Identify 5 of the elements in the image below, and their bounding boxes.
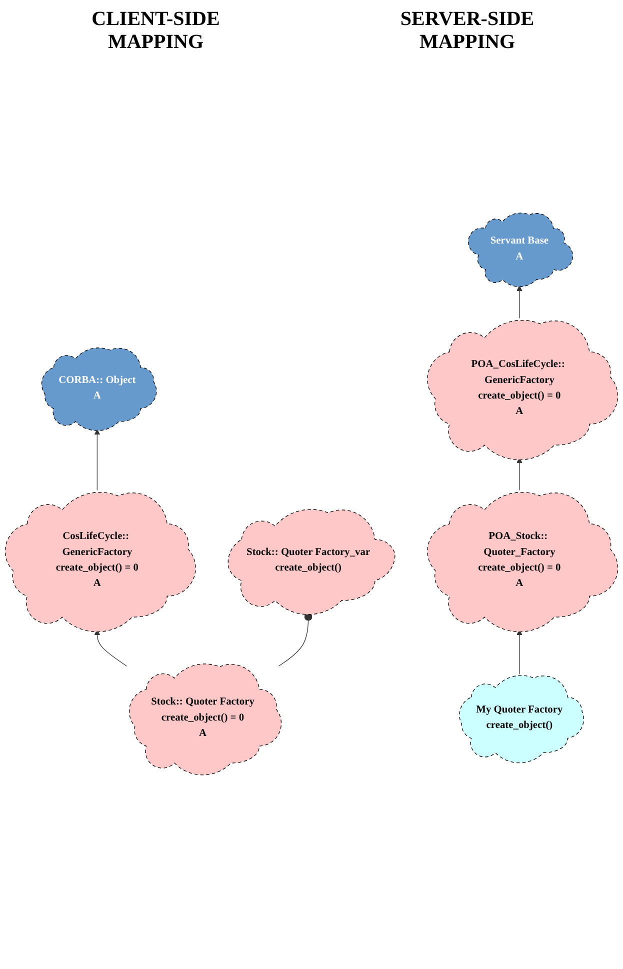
- column-heading: SERVER-SIDE MAPPING: [399, 8, 536, 54]
- arrow: [516, 285, 522, 319]
- column-heading: CLIENT-SIDE MAPPING: [90, 8, 221, 54]
- arrow: [94, 429, 100, 491]
- connector: [278, 612, 312, 666]
